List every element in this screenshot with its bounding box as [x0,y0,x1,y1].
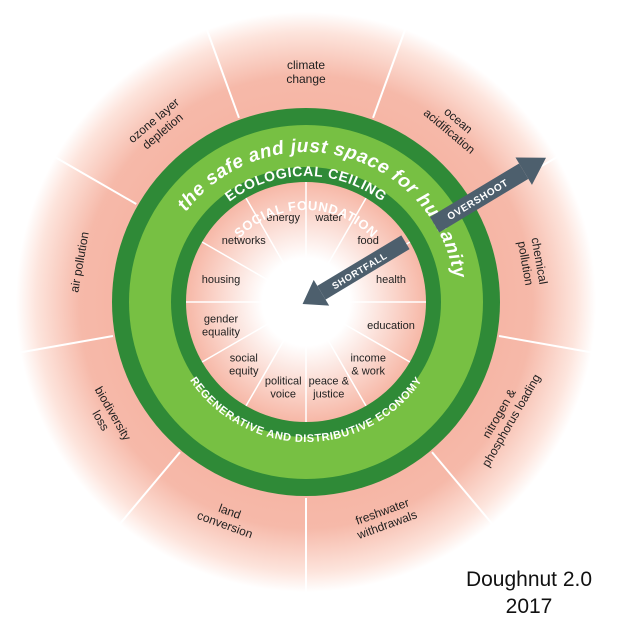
social-foundation-item: education [367,320,415,332]
social-foundation-item: income& work [350,353,385,378]
caption-title: Doughnut 2.0 [465,568,593,591]
social-foundation-line: housing [202,274,241,286]
social-foundation-line: gender [204,313,239,325]
ecological-ceiling-line: climate [287,58,325,72]
outer-spoke [498,335,594,354]
social-foundation-line: political [265,376,302,388]
social-foundation-labels: water food health education income& workpeac… [202,212,415,401]
social-foundation-line: justice [312,389,344,401]
outer-spoke [52,155,137,205]
inner-spoke [314,306,411,363]
social-foundation-item: water [314,212,342,224]
inner-spoke [201,241,298,298]
outer-spoke [431,451,495,527]
outer-spoke [117,451,181,527]
social-foundation-item: peace &justice [309,376,350,401]
caption-year: 2017 [505,595,553,619]
inner-spoke [201,306,298,363]
social-foundation-item: housing [202,274,241,286]
ecological-ceiling-line: change [286,72,326,86]
outer-spoke [372,27,407,119]
social-foundation-line: networks [222,235,267,247]
social-foundation-line: social [230,353,258,365]
social-foundation-item: food [358,235,379,247]
social-foundation-line: energy [266,212,300,224]
social-foundation-line: equality [202,326,240,338]
social-foundation-line: education [367,320,415,332]
social-foundation-item: networks [222,235,267,247]
social-foundation-line: equity [229,366,259,378]
social-foundation-line: income [350,353,385,365]
social-foundation-line: voice [270,389,296,401]
social-foundation-item: health [376,274,406,286]
inner-spoke [310,197,367,294]
social-foundation-line: health [376,274,406,286]
social-foundation-item: energy [266,212,300,224]
social-foundation-line: water [314,212,342,224]
outer-spokes [18,27,594,594]
inner-spoke [245,197,302,294]
social-foundation-line: & work [351,366,385,378]
outer-spoke [205,27,240,119]
social-foundation-line: peace & [309,376,350,388]
caption: Doughnut 2.0 2017 [454,566,604,621]
inner-spoke [245,310,302,407]
inner-spoke [310,310,367,407]
social-foundation-line: food [358,235,379,247]
outer-spoke [18,335,114,354]
